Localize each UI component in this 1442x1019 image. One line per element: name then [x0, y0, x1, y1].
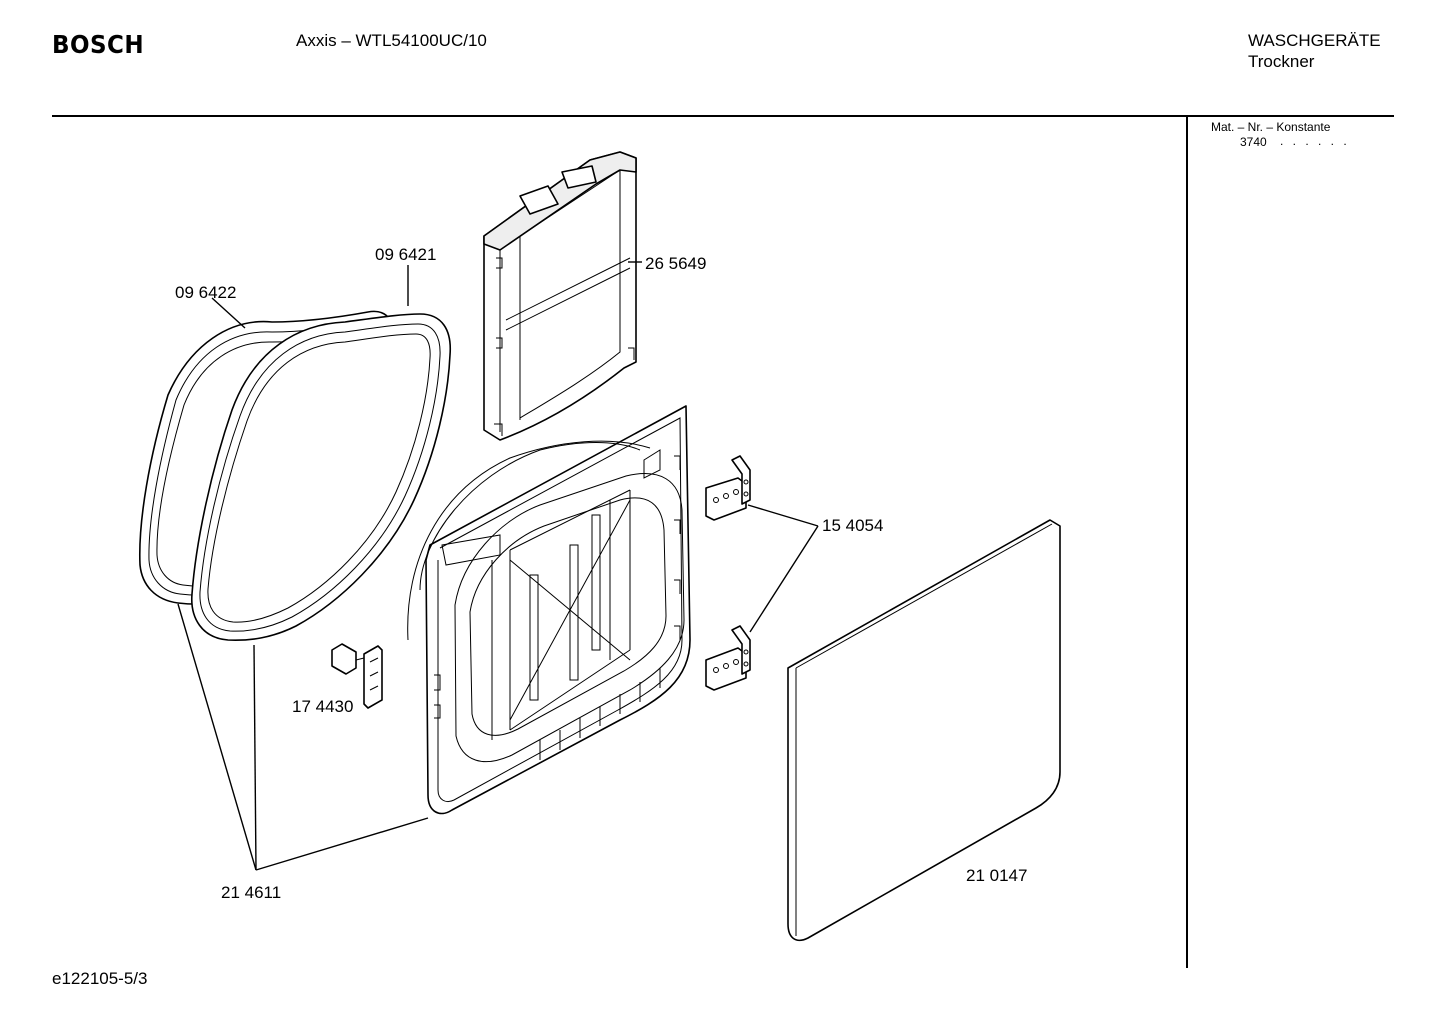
- category-heading: WASCHGERÄTE: [1248, 31, 1381, 50]
- category-subheading: Trockner: [1248, 52, 1315, 71]
- lint-filter: [483, 151, 637, 441]
- mat-number-dots: . . . . . .: [1280, 134, 1350, 148]
- door-frame: [407, 405, 691, 815]
- mat-number-label: Mat. – Nr. – Konstante: [1211, 120, 1331, 134]
- header-divider: [52, 115, 1394, 117]
- door-panel: [787, 519, 1061, 942]
- door-latch: [331, 643, 383, 709]
- model-title: Axxis – WTL54100UC/10: [296, 31, 487, 50]
- leader-lines: [177, 261, 819, 871]
- drawing-code: e122105-5/3: [52, 969, 148, 988]
- part-label-154054: 15 4054: [822, 516, 883, 535]
- part-label-265649: 26 5649: [645, 254, 706, 273]
- hinge-bottom: [705, 625, 751, 691]
- part-label-174430: 17 4430: [292, 697, 353, 716]
- mat-number-value: 3740: [1240, 135, 1267, 149]
- part-label-096421: 09 6421: [375, 245, 436, 264]
- part-label-096422: 09 6422: [175, 283, 236, 302]
- brand-logo: BOSCH: [52, 30, 145, 59]
- sidebar-divider: [1186, 116, 1188, 968]
- gasket-ring-front: [191, 313, 452, 641]
- hinge-top: [705, 455, 751, 521]
- part-label-214611: 21 4611: [221, 883, 281, 902]
- part-label-210147: 21 0147: [966, 866, 1027, 885]
